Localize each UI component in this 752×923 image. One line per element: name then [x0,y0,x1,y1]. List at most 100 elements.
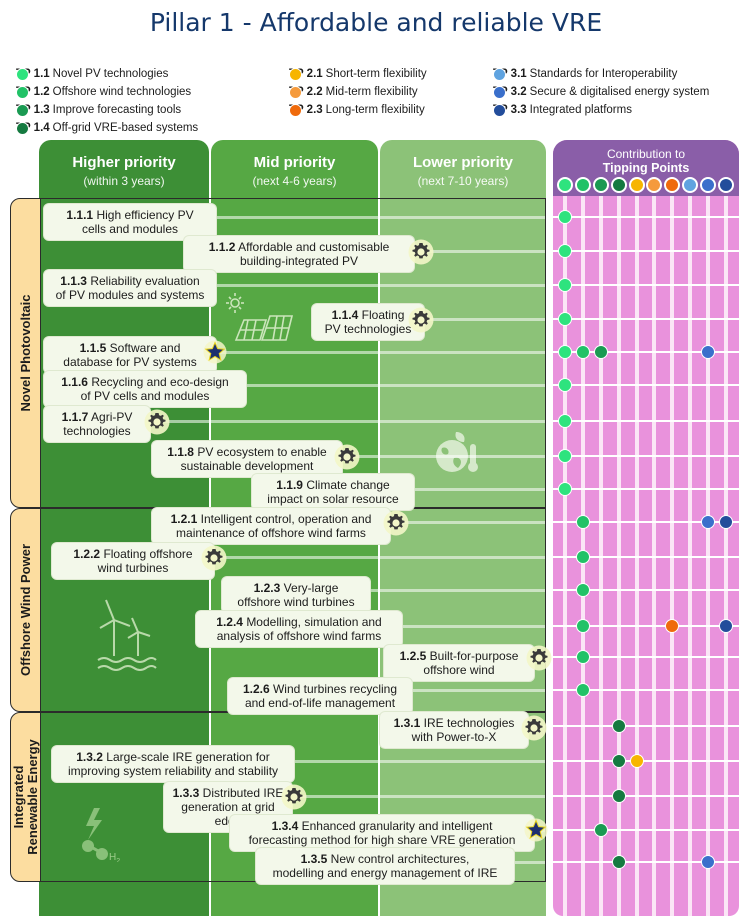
topic-text-line2: maintenance of offshore wind farms [176,526,366,540]
topic-timeline [402,250,545,253]
topic-timeline [234,384,545,387]
topic-tp-row [553,556,739,558]
pillar-label-pv: Novel Photovoltaic [10,198,41,508]
topic-code: 1.3.4 [271,819,299,833]
legend-label: Standards for Interoperability [529,68,678,80]
legend-dot [493,104,506,117]
topic-code: 1.2.1 [170,512,198,526]
pillar-name: Offshore Wind Power [17,543,33,677]
solar-panel-icon [226,293,294,341]
topic-text-line1: Intelligent control, operation and [200,512,372,526]
topic-text-line2: improving system reliability and stabili… [67,764,279,778]
topic-timeline [204,351,545,354]
topic-timeline [412,318,545,321]
topic-text-line1: Climate change [306,478,390,492]
topic-timeline [280,795,545,798]
topic-card-1-3-4: 1.3.4 Enhanced granularity and intellige… [230,815,534,851]
topic-text-line1: Built-for-purpose [429,649,519,663]
legend-dot [493,86,506,99]
tp-dot [558,244,572,258]
tp-header-dot [718,177,734,193]
tp-dot [558,482,572,496]
topic-text-line2: analysis of offshore wind farms [216,629,382,643]
topic-tp-row [553,861,739,863]
legend-dot [16,86,29,99]
legend-dot [289,68,302,81]
topic-timeline [282,760,545,763]
topic-code: 1.1.1 [66,208,94,222]
topic-timeline [400,689,545,692]
topic-tp-row [553,589,739,591]
topic-code: 1.1.4 [331,308,359,322]
contribution-subtitle: Tipping Points [602,161,690,175]
topic-text-line1: PV ecosystem to enable [197,445,327,459]
topic-card-1-2-1: 1.2.1 Intelligent control, operation and… [152,508,390,544]
legend-dot [289,86,302,99]
topic-code: 1.1.8 [167,445,194,459]
tp-header-dot [629,177,645,193]
topic-tp-row [553,725,739,727]
topic-text-line2: offshore wind [423,663,495,677]
topic-tp-row [553,250,739,252]
topic-timeline [390,625,545,628]
topic-text-line2: impact on solar resource [267,492,399,506]
tp-dot [612,719,626,733]
topic-code: 1.3.1 [393,716,421,730]
topic-tp-row [553,625,739,627]
gear-icon [201,545,227,576]
topic-text-line1: IRE technologies [423,716,515,730]
topic-text-line2: with Power-to-X [411,730,497,744]
tp-dot [558,378,572,392]
pillar-name: Novel Photovoltaic [17,294,33,412]
topic-text-line1: Floating offshore [103,547,193,561]
tp-dot [576,650,590,664]
topic-text-line2: technologies [63,424,131,438]
page-title: Pillar 1 - Affordable and reliable VRE [149,8,603,37]
gear-icon [408,307,434,338]
tp-dot [576,515,590,529]
tp-dot [665,619,679,633]
legend-dot [493,68,506,81]
legend-label: Offshore wind technologies [52,86,192,98]
topic-text-line1: Distributed IRE [202,786,284,800]
topic-code: 1.2.3 [253,581,281,595]
topic-text-line1: Reliability evaluation [90,274,200,288]
tp-dot [558,449,572,463]
tp-dot [576,550,590,564]
tp-header-dot [593,177,609,193]
legend-dot [16,68,29,81]
topic-text-line2: of PV modules and systems [55,288,205,302]
topic-text-line2: offshore wind turbines [237,595,355,609]
column-title: Lower priority [412,154,513,171]
hydrogen-icon: H2 [82,808,120,862]
topic-text-line2: modelling and energy management of IRE [272,866,498,880]
column-title: Mid priority [253,154,336,171]
topic-timeline [502,861,545,864]
topic-code: 1.1.6 [61,375,88,389]
topic-text-line1: Wind turbines recycling [272,682,398,696]
legend-label: Secure & digitalised energy system [529,86,710,98]
gear-icon [144,409,170,440]
tp-dot [576,345,590,359]
tp-header-dot [557,177,573,193]
topic-timeline [378,521,545,524]
legend-label: Long-term flexibility [325,104,425,116]
legend-label: Novel PV technologies [52,68,169,80]
tp-dot [576,583,590,597]
tp-dot [558,414,572,428]
tp-header-dot [700,177,716,193]
topic-text-line2: sustainable development [180,459,314,473]
topic-text-line1: Software and [109,341,181,355]
topic-tp-row [553,216,739,218]
